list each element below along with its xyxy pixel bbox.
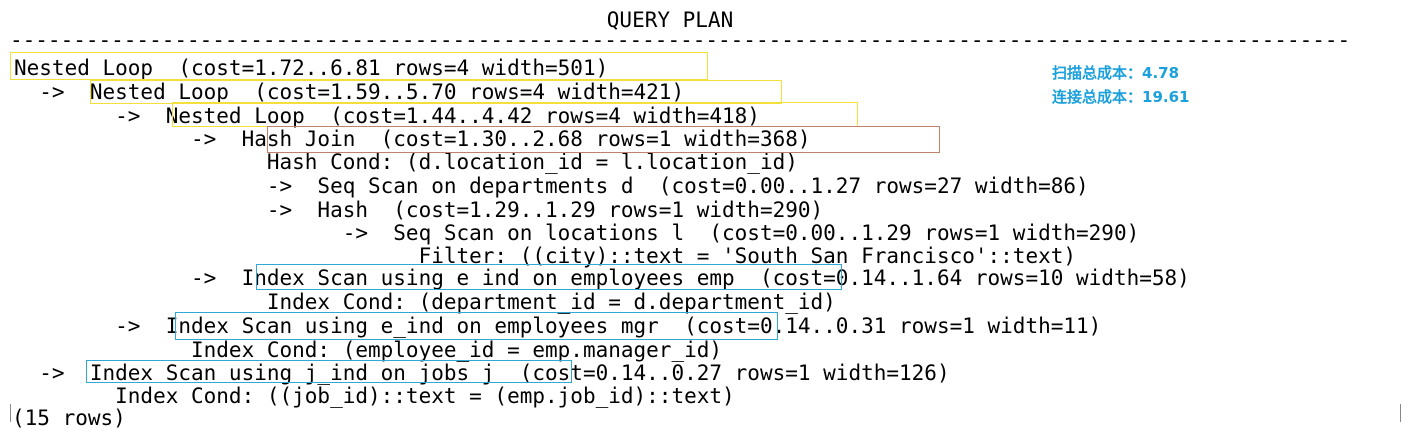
highlight-hash-join	[267, 126, 940, 153]
scan-total-cost-note: 扫描总成本：4.78	[1052, 64, 1180, 82]
plan-line-6: -> Seq Scan on departments d (cost=0.00.…	[14, 174, 1089, 198]
plan-line-15: Index Cond: ((job_id)::text = (emp.job_i…	[14, 384, 735, 408]
plan-line-11: Index Cond: (department_id = d.departmen…	[14, 290, 836, 314]
plan-line-12: -> Index Scan using e_ind on employees m…	[14, 314, 1102, 338]
header-divider: ----------------------------------------…	[10, 30, 1348, 50]
highlight-nested-loop-2	[90, 80, 782, 104]
highlight-index-scan-jobs	[86, 360, 572, 383]
terminal-right-edge	[1400, 404, 1401, 422]
highlight-index-scan-mgr	[175, 312, 778, 340]
plan-line-2: -> Nested Loop (cost=1.59..5.70 rows=4 w…	[14, 80, 685, 104]
plan-line-14: -> Index Scan using j_ind on jobs j (cos…	[14, 361, 950, 385]
join-total-cost-note: 连接总成本：19.61	[1052, 88, 1190, 106]
plan-line-4: -> Hash Join (cost=1.30..2.68 rows=1 wid…	[14, 127, 811, 151]
plan-line-9: Filter: ((city)::text = 'South San Franc…	[14, 244, 1077, 268]
query-plan-header: QUERY PLAN	[606, 8, 734, 32]
plan-line-13: Index Cond: (employee_id = emp.manager_i…	[14, 338, 723, 362]
plan-line-7: -> Hash (cost=1.29..1.29 rows=1 width=29…	[14, 198, 824, 222]
row-count-footer: (15 rows)	[12, 406, 126, 430]
terminal-left-edge	[10, 404, 11, 422]
plan-line-1: Nested Loop (cost=1.72..6.81 rows=4 widt…	[14, 56, 609, 80]
plan-line-5: Hash Cond: (d.location_id = l.location_i…	[14, 150, 798, 174]
highlight-nested-loop-1	[10, 52, 708, 80]
plan-line-10: -> Index Scan using e_ind on employees e…	[14, 266, 1190, 290]
highlight-nested-loop-3	[172, 102, 858, 127]
highlight-index-scan-emp	[256, 264, 842, 290]
plan-line-8: -> Seq Scan on locations l (cost=0.00..1…	[14, 221, 1140, 245]
plan-line-3: -> Nested Loop (cost=1.44..4.42 rows=4 w…	[14, 104, 760, 128]
